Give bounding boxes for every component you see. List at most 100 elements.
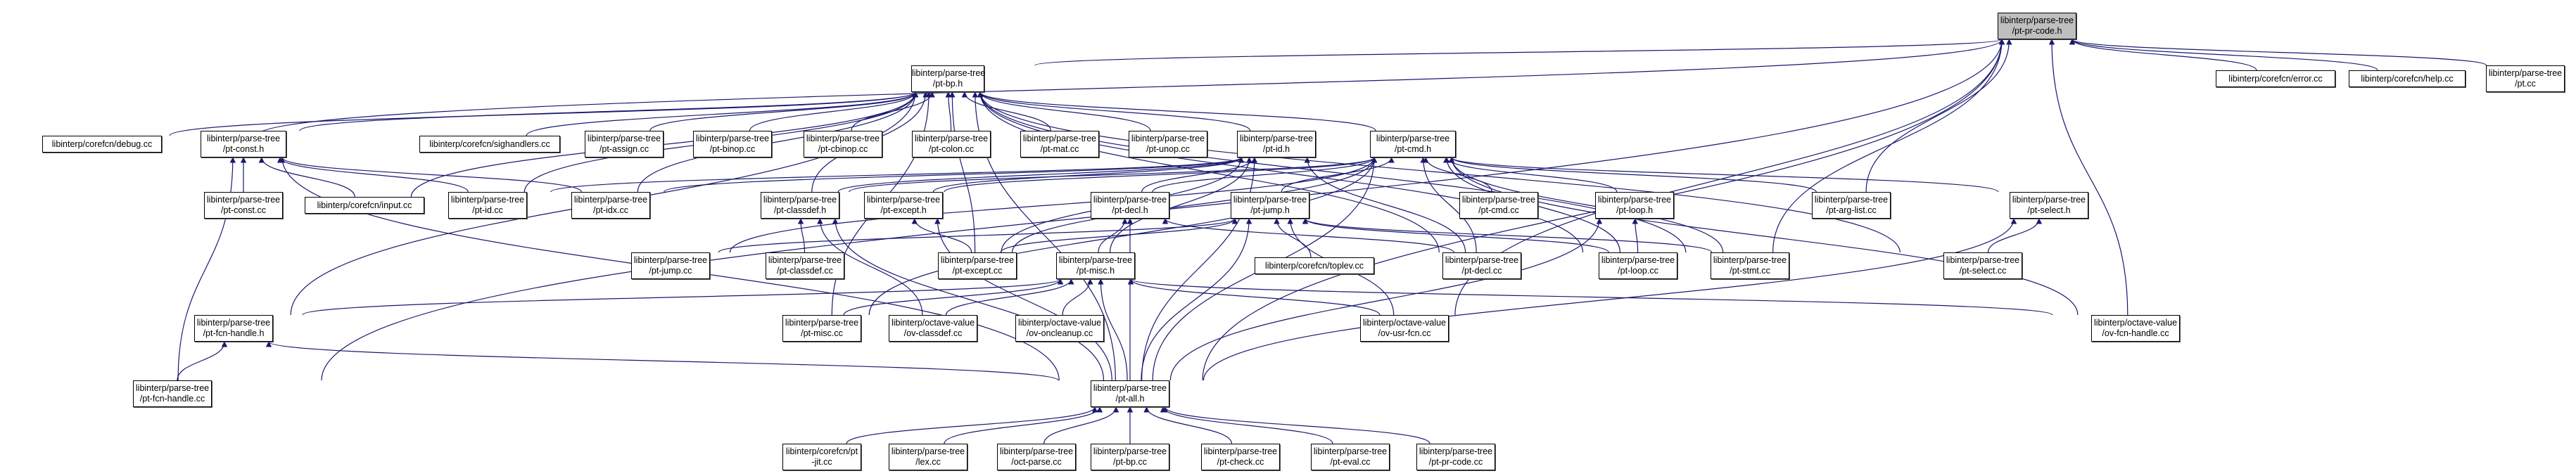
node-label-line: /pt-jump.h — [1250, 205, 1290, 215]
edge-pt-jump-h-to-pt-cmd-h — [1281, 157, 1395, 193]
node-label-line: libinterp/parse-tree — [2000, 15, 2074, 25]
graph-node-pt-eval-cc[interactable]: libinterp/parse-tree/pt-eval.cc — [1311, 444, 1390, 470]
graph-node-pt-idx-cc[interactable]: libinterp/parse-tree/pt-idx.cc — [571, 192, 650, 219]
node-label-line: libinterp/octave-value — [1017, 318, 1102, 328]
node-label-line: libinterp/parse-tree — [1601, 255, 1675, 265]
graph-node-pt-loop-cc[interactable]: libinterp/parse-tree/pt-loop.cc — [1599, 252, 1677, 279]
graph-node-pt-loop-h[interactable]: libinterp/parse-tree/pt-loop.h — [1595, 192, 1674, 219]
node-label-line: /pt-assign.cc — [599, 144, 649, 154]
edge-pt-colon-cc-to-pt-bp-h — [945, 91, 952, 131]
edge-pt-classdef-h-to-pt-cmd-h — [849, 157, 1377, 193]
graph-node-input-cc[interactable]: libinterp/corefcn/input.cc — [305, 197, 424, 214]
graph-node-ov-oncleanup-cc[interactable]: libinterp/octave-value/ov-oncleanup.cc — [1015, 315, 1104, 342]
graph-node-pt-cbinop-cc[interactable]: libinterp/parse-tree/pt-cbinop.cc — [804, 131, 882, 157]
edge-pt-except-cc-to-pt-bp-h — [949, 91, 976, 253]
graph-node-pt-classdef-cc[interactable]: libinterp/parse-tree/pt-classdef.cc — [766, 252, 844, 279]
graph-node-pt-jump-cc[interactable]: libinterp/parse-tree/pt-jump.cc — [631, 252, 710, 279]
node-label-line: libinterp/parse-tree — [1419, 446, 1493, 456]
graph-node-pt-unop-cc[interactable]: libinterp/parse-tree/pt-unop.cc — [1129, 131, 1207, 157]
node-label-line: libinterp/parse-tree — [1022, 134, 1097, 143]
graph-node-pt-fcn-handle-cc[interactable]: libinterp/parse-tree/pt-fcn-handle.cc — [133, 380, 212, 407]
graph-node-pt-except-h[interactable]: libinterp/parse-tree/pt-except.h — [864, 192, 943, 219]
graph-node-pt-id-h[interactable]: libinterp/parse-tree/pt-id.h — [1237, 131, 1316, 157]
edge-pt-all-h-to-pt-jump-h — [1141, 218, 1252, 381]
graph-node-pt-decl-h[interactable]: libinterp/parse-tree/pt-decl.h — [1091, 192, 1169, 219]
graph-node-pt-decl-cc[interactable]: libinterp/parse-tree/pt-decl.cc — [1442, 252, 1521, 279]
graph-node-pt-cmd-h[interactable]: libinterp/parse-tree/pt-cmd.h — [1370, 131, 1456, 157]
node-label-line: libinterp/parse-tree — [1597, 195, 1672, 205]
node-label-line: /pt-id.cc — [472, 205, 503, 215]
graph-node-ov-usr-fcn-cc[interactable]: libinterp/octave-value/ov-usr-fcn.cc — [1360, 315, 1449, 342]
graph-node-oct-parse-cc[interactable]: libinterp/parse-tree/oct-parse.cc — [997, 444, 1076, 470]
node-label-line: libinterp/parse-tree — [1233, 195, 1307, 205]
edge-pt-decl-h-to-pt-cmd-h — [1152, 157, 1378, 193]
graph-node-sighandlers-cc[interactable]: libinterp/corefcn/sighandlers.cc — [419, 136, 560, 153]
edge-jit-cc-to-pt-all-h — [846, 406, 1098, 444]
node-label-line: /pt-arg-list.cc — [1826, 205, 1877, 215]
node-label-line: /pt-jump.cc — [649, 266, 692, 276]
graph-node-pt-misc-cc[interactable]: libinterp/parse-tree/pt-misc.cc — [782, 315, 861, 342]
node-label-line: libinterp/corefcn/help.cc — [2361, 73, 2454, 84]
edge-pt-loop-h-to-pt-cmd-h — [1443, 157, 1618, 193]
node-label-line: /pt-fcn-handle.cc — [139, 394, 205, 404]
graph-node-toplev-cc[interactable]: libinterp/corefcn/toplev.cc — [1255, 257, 1374, 274]
graph-node-pt-fcn-handle-h[interactable]: libinterp/parse-tree/pt-fcn-handle.h — [194, 315, 273, 342]
graph-node-jit-cc[interactable]: libinterp/corefcn/pt-jit.cc — [782, 444, 861, 470]
graph-node-error-cc[interactable]: libinterp/corefcn/error.cc — [2216, 70, 2335, 87]
graph-node-pt-pr-code-cc[interactable]: libinterp/parse-tree/pt-pr-code.cc — [1416, 444, 1495, 470]
graph-node-pt-const-cc[interactable]: libinterp/parse-tree/pt-const.cc — [204, 192, 283, 219]
node-label-line: /pt-loop.h — [1616, 205, 1654, 215]
node-label-line: libinterp/parse-tree — [1239, 134, 1314, 143]
graph-node-pt-arg-list-cc[interactable]: libinterp/parse-tree/pt-arg-list.cc — [1812, 192, 1891, 219]
graph-node-lex-cc[interactable]: libinterp/parse-tree/lex.cc — [889, 444, 967, 470]
graph-node-pt-select-cc[interactable]: libinterp/parse-tree/pt-select.cc — [1943, 252, 2022, 279]
graph-node-pt-jump-h[interactable]: libinterp/parse-tree/pt-jump.h — [1231, 192, 1309, 219]
node-label-line: libinterp/parse-tree — [999, 446, 1074, 456]
node-label-line: /pt-eval.cc — [1330, 457, 1371, 467]
node-label-line: libinterp/octave-value — [2093, 318, 2178, 328]
graph-node-pt-assign-cc[interactable]: libinterp/parse-tree/pt-assign.cc — [585, 131, 664, 157]
edge-pt-idx-cc-to-pt-const-h — [279, 157, 582, 193]
node-label-line: libinterp/corefcn/sighandlers.cc — [429, 139, 550, 149]
graph-node-ov-fcn-handle-cc[interactable]: libinterp/octave-value/ov-fcn-handle.cc — [2091, 315, 2180, 342]
node-label-line: libinterp/parse-tree — [940, 255, 1015, 265]
graph-node-pt-mat-cc[interactable]: libinterp/parse-tree/pt-mat.cc — [1020, 131, 1099, 157]
graph-node-pt-check-cc[interactable]: libinterp/parse-tree/pt-check.cc — [1201, 444, 1280, 470]
graph-node-pt-const-h[interactable]: libinterp/parse-tree/pt-const.h — [201, 131, 286, 157]
graph-node-pt-bp-h[interactable]: libinterp/parse-tree/pt-bp.h — [911, 65, 985, 92]
edge-pt-except-cc-to-pt-except-h — [911, 218, 972, 253]
node-label-line: /pt-stmt.cc — [1730, 266, 1770, 276]
edge-pt-all-h-to-pt-id-h — [1141, 157, 1257, 381]
graph-node-pt-pr-code-h[interactable]: libinterp/parse-tree/pt-pr-code.h — [1998, 13, 2076, 39]
graph-node-help-cc[interactable]: libinterp/corefcn/help.cc — [2349, 70, 2466, 87]
node-label-line: libinterp/parse-tree — [135, 383, 210, 393]
graph-node-pt-colon-cc[interactable]: libinterp/parse-tree/pt-colon.cc — [912, 131, 991, 157]
node-label-line: libinterp/parse-tree — [1058, 255, 1133, 265]
graph-node-pt-all-h[interactable]: libinterp/parse-tree/pt-all.h — [1091, 380, 1169, 407]
graph-node-pt-select-h[interactable]: libinterp/parse-tree/pt-select.h — [2010, 192, 2088, 219]
edge-pt-binop-cc-to-pt-bp-h — [749, 91, 919, 131]
edge-ov-classdef-cc-to-pt-classdef-h — [817, 218, 923, 316]
edge-ov-fcn-handle-cc-to-pt-misc-h — [1128, 278, 2053, 316]
edge-input-cc-to-pt-const-h — [258, 157, 355, 198]
node-label-line: /pt-mat.cc — [1040, 144, 1079, 154]
graph-node-pt-bp-cc[interactable]: libinterp/parse-tree/pt-bp.cc — [1091, 444, 1169, 470]
edge-pt-pr-code-cc-to-pt-all-h — [1162, 406, 1430, 444]
graph-node-pt-id-cc[interactable]: libinterp/parse-tree/pt-id.cc — [448, 192, 527, 219]
graph-node-pt-binop-cc[interactable]: libinterp/parse-tree/pt-binop.cc — [693, 131, 772, 157]
graph-node-ov-classdef-cc[interactable]: libinterp/octave-value/ov-classdef.cc — [889, 315, 977, 342]
graph-node-pt-except-cc[interactable]: libinterp/parse-tree/pt-except.cc — [938, 252, 1017, 279]
node-label-line: /pt-bp.h — [932, 79, 963, 89]
graph-node-pt-cc[interactable]: libinterp/parse-tree/pt.cc — [2486, 65, 2565, 92]
node-label-line: libinterp/parse-tree — [1713, 255, 1787, 265]
edge-pt-unop-cc-to-pt-bp-h — [977, 91, 1151, 131]
graph-node-pt-classdef-h[interactable]: libinterp/parse-tree/pt-classdef.h — [761, 192, 839, 219]
graph-node-pt-stmt-cc[interactable]: libinterp/parse-tree/pt-stmt.cc — [1711, 252, 1789, 279]
node-label-line: libinterp/octave-value — [891, 318, 975, 328]
node-label-line: /pt-cbinop.cc — [818, 144, 868, 154]
edge-pt-all-h-to-pt-misc-h — [1098, 278, 1128, 381]
graph-node-debug-cc[interactable]: libinterp/corefcn/debug.cc — [42, 136, 162, 153]
node-label-line: /pt-binop.cc — [709, 144, 756, 154]
graph-node-pt-misc-h[interactable]: libinterp/parse-tree/pt-misc.h — [1056, 252, 1135, 279]
graph-node-pt-cmd-cc[interactable]: libinterp/parse-tree/pt-cmd.cc — [1459, 192, 1538, 219]
